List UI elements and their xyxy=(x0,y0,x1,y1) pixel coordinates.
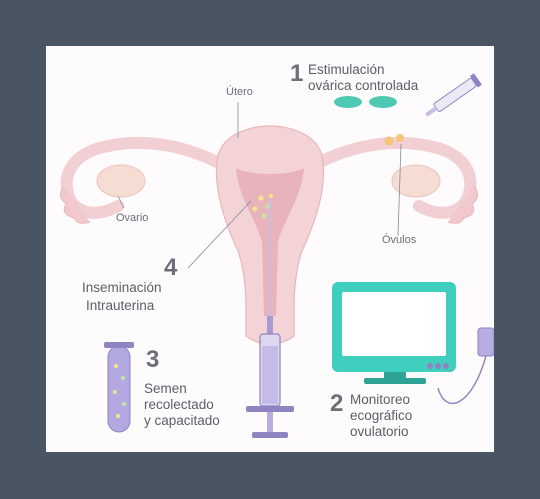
utero-label: Útero xyxy=(226,86,253,98)
follicle xyxy=(384,136,394,146)
syringe-flange xyxy=(246,406,294,412)
monitor-stand xyxy=(364,378,426,384)
syringe-fill xyxy=(262,346,278,404)
step-4-number: 4 xyxy=(164,254,178,281)
follicle xyxy=(396,134,404,142)
sperm-dot xyxy=(116,414,120,418)
right-fimbriae xyxy=(447,185,478,224)
egg-cell xyxy=(261,213,267,219)
ovulos-label: Óvulos xyxy=(382,234,417,246)
illustration-panel: Útero Ovario Óvulos 1 Estimulación ovári… xyxy=(46,46,494,452)
ovulos-leader xyxy=(397,143,402,237)
egg-cell xyxy=(268,193,274,199)
step-3-number: 3 xyxy=(146,346,160,373)
step-4-line-1: Inseminación xyxy=(82,280,162,295)
test-tube-rim xyxy=(104,342,134,348)
monitor-screen xyxy=(342,292,446,356)
right-ovary xyxy=(391,164,441,198)
pill xyxy=(334,96,362,108)
step-1-line-2: ovárica controlada xyxy=(308,78,419,93)
probe-handle xyxy=(477,327,494,357)
left-ovary xyxy=(96,164,146,198)
monitor-neck xyxy=(384,372,406,378)
pill xyxy=(369,96,397,108)
step-2-line-3: ovulatorio xyxy=(350,424,409,439)
step-1-number: 1 xyxy=(290,60,304,87)
ovario-label: Ovario xyxy=(116,212,149,224)
step-2-line-2: ecográfico xyxy=(350,408,413,423)
ivf-diagram-graphic xyxy=(60,73,494,438)
sperm-dot xyxy=(113,390,117,394)
syringe-plunger-end xyxy=(252,432,288,438)
syringe-needle xyxy=(267,316,273,334)
step-3-line-1: Semen xyxy=(144,381,187,396)
step-3-line-3: y capacitado xyxy=(144,413,220,428)
sperm-dot xyxy=(114,364,118,368)
step-1-line-1: Estimulación xyxy=(308,62,385,77)
probe-cable xyxy=(437,355,487,405)
egg-cell xyxy=(252,206,258,212)
syringe-plunger xyxy=(267,412,273,434)
monitor-button xyxy=(435,363,441,369)
insemination-leader xyxy=(187,200,252,269)
monitor-button xyxy=(443,363,449,369)
sperm-dot xyxy=(121,376,125,380)
left-fallopian-tube xyxy=(60,136,227,219)
step-2-number: 2 xyxy=(330,390,344,417)
test-tube xyxy=(107,345,131,433)
step-2-line-1: Monitoreo xyxy=(350,392,411,407)
egg-cell xyxy=(258,195,264,201)
sperm-dot xyxy=(122,402,126,406)
step-4-line-2: Intrauterina xyxy=(86,298,155,313)
right-fallopian-tube xyxy=(310,136,477,219)
left-fimbriae xyxy=(60,185,91,224)
injection-pen xyxy=(425,73,482,117)
step-3-line-2: recolectado xyxy=(144,397,214,412)
monitor-button xyxy=(427,363,433,369)
ovario-leader xyxy=(117,195,125,209)
